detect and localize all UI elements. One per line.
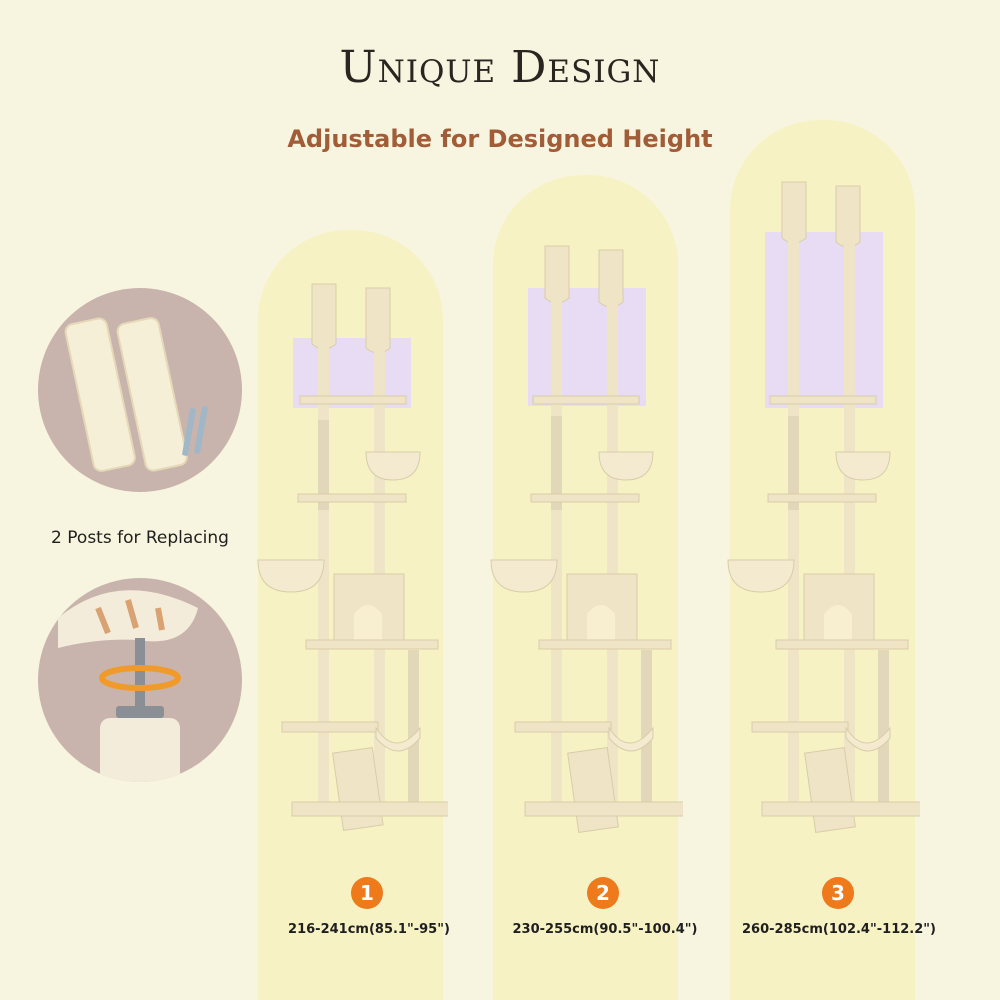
- cat-tree-option-3: [727, 181, 920, 833]
- option-1-badge: 1: [351, 877, 383, 909]
- posts-caption: 2 Posts for Replacing: [51, 528, 229, 548]
- cat-tree-option-1: [257, 283, 448, 831]
- option-2-badge: 2: [587, 877, 619, 909]
- cat-tree-option-2: [490, 245, 683, 833]
- option-1-size: 216-241cm(85.1"-95"): [288, 922, 450, 937]
- page-title: Unique Design: [339, 42, 661, 93]
- screw-adjust-image: [38, 578, 242, 782]
- replacement-posts-image: [38, 288, 242, 492]
- option-2-size: 230-255cm(90.5"-100.4"): [512, 922, 698, 937]
- option-3-size: 260-285cm(102.4"-112.2"): [742, 922, 936, 937]
- page-subtitle: Adjustable for Designed Height: [287, 125, 713, 153]
- option-3-badge: 3: [822, 877, 854, 909]
